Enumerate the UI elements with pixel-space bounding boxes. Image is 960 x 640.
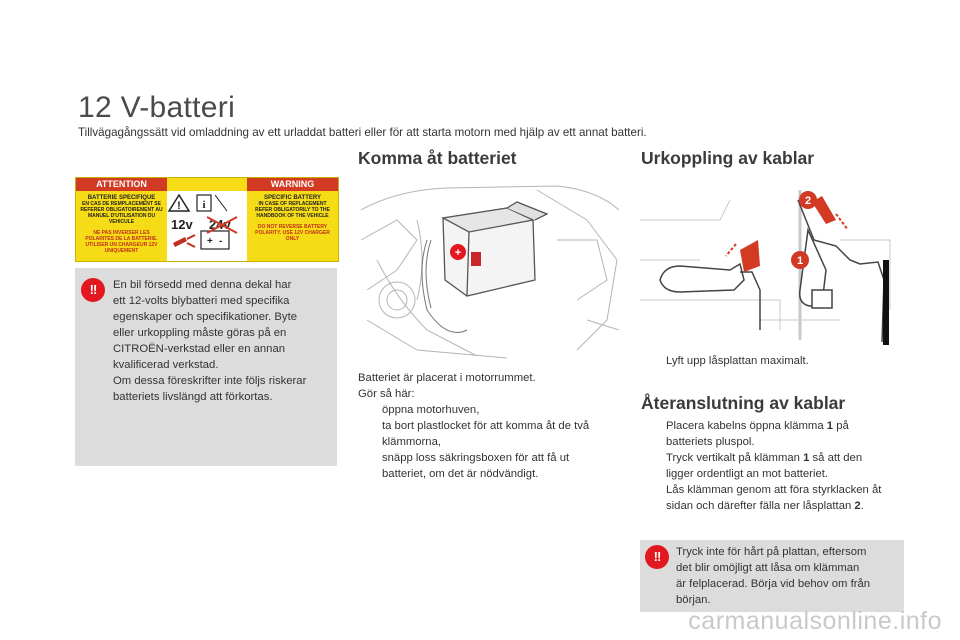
label-right-body: IN CASE OF REPLACEMENT REFER OBLIGATORIL… <box>255 201 330 219</box>
notice-line: CITROËN-verkstad eller en annan <box>113 343 286 355</box>
step-text-cont: klämmorna, <box>382 436 442 448</box>
notice-line: Om dessa föreskrifter inte följs riskera… <box>113 375 307 387</box>
list-item: Placera kabelns öppna klämma 1 på batteri… <box>642 418 906 450</box>
step-text: Tryck vertikalt på klämman <box>666 452 804 464</box>
step-text: ta bort plastlocket för att komma åt de … <box>382 420 590 432</box>
list-item: ta bort plastlocket för att komma åt de … <box>358 418 628 450</box>
label-right-red: DO NOT REVERSE BATTERY POLARITY. USE 12V… <box>255 224 330 242</box>
pressure-notice-box: !! Tryck inte för hårt på plattan, efter… <box>640 540 904 612</box>
list-item: öppna motorhuven, <box>358 402 628 418</box>
step-text: . <box>860 500 864 512</box>
intro-line: Batteriet är placerat i motorrummet. <box>358 372 536 384</box>
list-item: Tryck vertikalt på klämman 1 så att den l… <box>642 450 906 482</box>
svg-text:+: + <box>207 236 213 247</box>
step-text: Placera kabelns öppna klämma <box>666 420 827 432</box>
battery-warning-label: ATTENTION WARNING BATTERIE SPECIFIQUE EN… <box>75 177 339 262</box>
battery-clamp-illustration: 2 1 <box>640 190 891 345</box>
notice-line: egenskaper och specifikationer. Byte <box>113 311 297 323</box>
label-left-title: BATTERIE SPECIFIQUE <box>87 195 156 201</box>
notice-line: Tryck inte för hårt på plattan, eftersom <box>676 546 867 558</box>
page-title: 12 V-batteri <box>78 91 236 124</box>
svg-text:-: - <box>219 236 222 247</box>
step-text: öppna motorhuven, <box>382 404 480 416</box>
list-item: snäpp loss säkringsboxen för att få ut ba… <box>358 450 628 482</box>
plate-number: 2 <box>854 500 861 512</box>
label-voltage-ok: 12v <box>171 217 193 232</box>
step-text-cont: sidan och därefter fälla ner låsplattan <box>666 500 855 512</box>
warning-icon: !! <box>81 278 105 302</box>
notice-line: början. <box>676 594 711 606</box>
page-subtitle: Tillvägagångssätt vid omladdning av ett … <box>78 126 647 139</box>
callout-1: 1 <box>797 255 803 267</box>
step-text: Lås klämman genom att föra styrklacken å… <box>666 484 882 496</box>
reconnect-steps-list: Placera kabelns öppna klämma 1 på batteri… <box>642 418 906 514</box>
warning-icon: !! <box>645 545 669 569</box>
notice-line: ett 12-volts blybatteri med specifika <box>113 295 290 307</box>
notice-line: det blir omöjligt att låsa om klämman <box>676 562 860 574</box>
label-right-text: SPECIFIC BATTERY IN CASE OF REPLACEMENT … <box>251 195 334 242</box>
notice-line: kvalificerad verkstad. <box>113 359 219 371</box>
engine-bay-illustration: + <box>360 185 620 359</box>
step-text-cont: batteriets pluspol. <box>666 436 755 448</box>
label-header-warning: WARNING <box>247 178 338 191</box>
step-text-cont: batteriet, om det är nödvändigt. <box>382 468 539 480</box>
label-left-body: EN CAS DE REMPLACEMENT SE REFERER OBLIGA… <box>80 201 163 225</box>
label-pictogram-icons: ! i + - <box>167 193 230 250</box>
notice-line: batteriets livslängd att förkortas. <box>113 391 273 403</box>
step-text: Lyft upp låsplattan maximalt. <box>666 355 809 367</box>
step-text: snäpp loss säkringsboxen för att få ut <box>382 452 570 464</box>
step-text: på <box>833 420 849 432</box>
notice-line: En bil försedd med denna dekal har <box>113 279 292 291</box>
list-item: Lyft upp låsplattan maximalt. <box>642 353 906 369</box>
label-header-attention: ATTENTION <box>76 178 167 191</box>
access-battery-text: Batteriet är placerat i motorrummet. Gör… <box>358 370 628 482</box>
step-text: så att den <box>809 452 863 464</box>
list-item: Lås klämman genom att föra styrklacken å… <box>642 482 906 514</box>
intro-line: Gör så här: <box>358 388 415 400</box>
disconnect-text: Lyft upp låsplattan maximalt. <box>642 353 906 369</box>
reconnect-text: Placera kabelns öppna klämma 1 på batteri… <box>642 418 906 514</box>
pressure-notice-text: Tryck inte för hårt på plattan, eftersom… <box>676 544 900 608</box>
svg-text:+: + <box>455 247 461 259</box>
label-pictograms: ! i + - 12v 24v <box>167 191 247 261</box>
label-left-red: NE PAS INVERSER LES POLARITES DE LA BATT… <box>85 230 158 254</box>
callout-2: 2 <box>805 195 811 207</box>
access-steps-list: öppna motorhuven, ta bort plastlocket fö… <box>358 402 628 482</box>
svg-text:i: i <box>202 199 205 211</box>
svg-text:!: ! <box>177 200 181 212</box>
dealer-notice-box: !! En bil försedd med denna dekal har et… <box>75 268 337 466</box>
disconnect-cables-heading: Urkoppling av kablar <box>641 148 815 168</box>
access-battery-heading: Komma åt batteriet <box>358 148 517 168</box>
disconnect-steps-list: Lyft upp låsplattan maximalt. <box>642 353 906 369</box>
notice-line: är felplacerad. Börja vid behov om från <box>676 578 871 590</box>
clamp-number: 1 <box>803 452 810 464</box>
label-left-text: BATTERIE SPECIFIQUE EN CAS DE REMPLACEME… <box>80 195 163 254</box>
watermark: carmanualsonline.info <box>688 607 942 635</box>
cross-icon <box>206 216 238 234</box>
reconnect-cables-heading: Återanslutning av kablar <box>641 393 846 413</box>
label-right-title: SPECIFIC BATTERY <box>263 195 321 201</box>
step-text-cont: ligger ordentligt an mot batteriet. <box>666 468 829 480</box>
notice-line: eller urkoppling måste göras på en <box>113 327 287 339</box>
clamp-number: 1 <box>826 420 834 432</box>
dealer-notice-text: En bil försedd med denna dekal har ett 1… <box>113 277 333 405</box>
